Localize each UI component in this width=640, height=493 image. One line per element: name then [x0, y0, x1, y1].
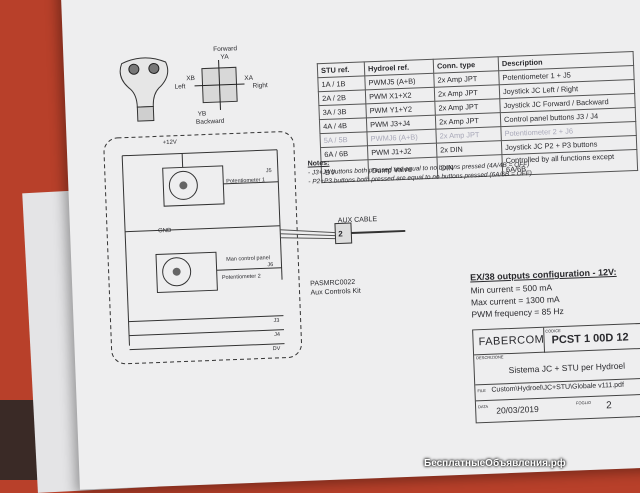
- file-label: FILE: [477, 387, 487, 394]
- title-block: FABERCOM CODICE PCST 1 00D 12 DESCRIZION…: [472, 322, 640, 424]
- gnd-label: GND: [157, 227, 172, 235]
- dv-label: DV: [272, 345, 281, 353]
- drawing-description: Sistema JC + STU per Hydroel: [508, 360, 626, 376]
- aux-cable-number: 2: [338, 229, 343, 239]
- date-label: DATA: [477, 403, 489, 410]
- sheet-number: 2: [605, 400, 612, 412]
- j4-label: J4: [274, 331, 281, 339]
- code-label: CODICE: [545, 328, 561, 334]
- j3-label: J3: [273, 317, 280, 325]
- ya-label: YA: [220, 53, 229, 61]
- backward-label: Backward: [195, 117, 225, 126]
- j5-label: J5: [265, 168, 272, 175]
- wiring-diagram: [103, 131, 406, 365]
- joystick-axes-diagram: [194, 59, 245, 110]
- min-current: Min current = 500 mA: [470, 282, 553, 296]
- joystick-drawing: [119, 57, 169, 122]
- max-current: Max current = 1300 mA: [470, 294, 560, 308]
- file-path: Custom\Hydroel\JC+STU\Globale v111.pdf: [491, 381, 625, 394]
- left-label: Left: [174, 83, 186, 91]
- vcc-label: +12V: [162, 139, 178, 147]
- brand-logo: FABERCOM: [478, 333, 545, 349]
- pwm-frequency: PWM frequency = 85 Hz: [471, 305, 565, 320]
- xb-label: XB: [186, 74, 196, 83]
- right-label: Right: [252, 82, 268, 90]
- drawing-date: 20/03/2019: [496, 403, 539, 416]
- watermark: БесплатныеОбъявления.рф: [424, 458, 566, 469]
- schematic-sheet: Forward YA Left XB XA Right YB Backward …: [60, 0, 640, 490]
- yb-label: YB: [197, 110, 207, 118]
- sheet-label: FOGLIO: [575, 399, 592, 406]
- desc-label: DESCRIZIONE: [476, 354, 504, 361]
- forward-label: Forward: [213, 45, 238, 54]
- outputs-title: EX/38 outputs configuration - 12V:: [469, 266, 617, 283]
- drawing-code: PCST 1 00D 12: [551, 331, 629, 347]
- xa-label: XA: [244, 74, 254, 83]
- j6-label: J6: [267, 262, 274, 269]
- aux-cable-label: AUX CABLE: [337, 216, 378, 225]
